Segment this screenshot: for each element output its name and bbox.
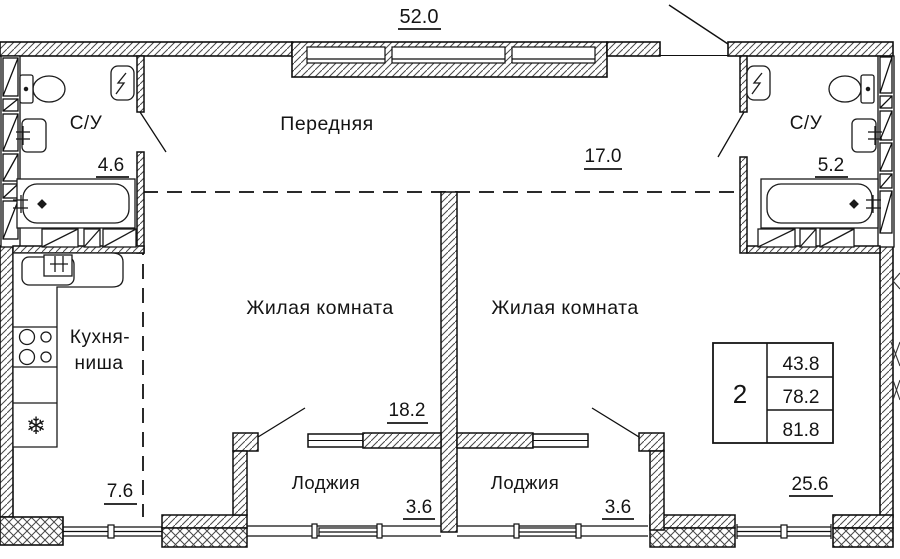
area-bath-right: 5.2 xyxy=(818,155,844,176)
area-loggia-left: 3.6 xyxy=(406,497,432,518)
stamp-total-area: 81.8 xyxy=(783,420,820,441)
room-label-loggia-left: Лоджия xyxy=(292,472,361,493)
sink-icon xyxy=(21,118,47,153)
lightning-icon xyxy=(751,72,763,95)
labels: 52.0 Передняя 17.0 С/У 4.6 С/У 5.2 Кухня… xyxy=(70,6,848,520)
room-label-living-right: Жилая комната xyxy=(491,297,638,319)
toilet-icon xyxy=(32,75,66,103)
bath-right-door-leaf xyxy=(717,111,745,158)
vent-shaft-right xyxy=(877,55,895,248)
facade-marks xyxy=(890,272,900,401)
kitchen-counter xyxy=(12,252,124,448)
loggia-left-door-leaf xyxy=(257,407,306,438)
stove-icon xyxy=(18,328,52,366)
bottom-windows xyxy=(62,523,832,539)
toilet-icon xyxy=(828,75,862,103)
loggia-right-door-leaf xyxy=(591,407,640,438)
stamp-living-area: 43.8 xyxy=(783,354,820,375)
stamp-table xyxy=(712,342,834,444)
stamp-area: 78.2 xyxy=(783,387,820,408)
entry-niche-panels xyxy=(306,46,596,64)
room-label-bath-right: С/У xyxy=(790,113,823,134)
bath-right-fixtures xyxy=(746,65,882,248)
room-label-loggia-right: Лоджия xyxy=(491,472,560,493)
loggia-structures xyxy=(161,407,736,548)
rooms-partition-wall xyxy=(440,191,458,533)
sink-icon xyxy=(851,118,877,153)
snowflake-icon: ❄ xyxy=(26,413,46,440)
area-living-left: 18.2 xyxy=(389,400,426,421)
area-loggia-right: 3.6 xyxy=(605,497,631,518)
room-label-kitchen-line2: ниша xyxy=(75,353,124,374)
entry-door-leaf xyxy=(668,4,729,45)
bath-left-door-leaf xyxy=(139,111,167,153)
lightning-icon xyxy=(115,72,127,95)
area-hall: 17.0 xyxy=(585,146,622,167)
room-label-living-left: Жилая комната xyxy=(246,297,393,319)
area-kitchen: 7.6 xyxy=(107,481,133,502)
kitchen-fixtures: ❄ xyxy=(12,252,124,448)
room-label-kitchen-line1: Кухня- xyxy=(70,327,130,348)
room-label-hall: Передняя xyxy=(280,113,373,135)
overall-dimension: 52.0 xyxy=(400,6,439,28)
bath-left-fixtures xyxy=(13,65,137,248)
stamp-rooms-count: 2 xyxy=(733,379,747,409)
room-label-bath-left: С/У xyxy=(70,113,103,134)
vent-shaft-left xyxy=(0,55,21,248)
area-living-right: 25.6 xyxy=(792,474,829,495)
outer-walls xyxy=(0,4,894,548)
interior-walls xyxy=(12,55,881,533)
area-bath-left: 4.6 xyxy=(98,155,124,176)
